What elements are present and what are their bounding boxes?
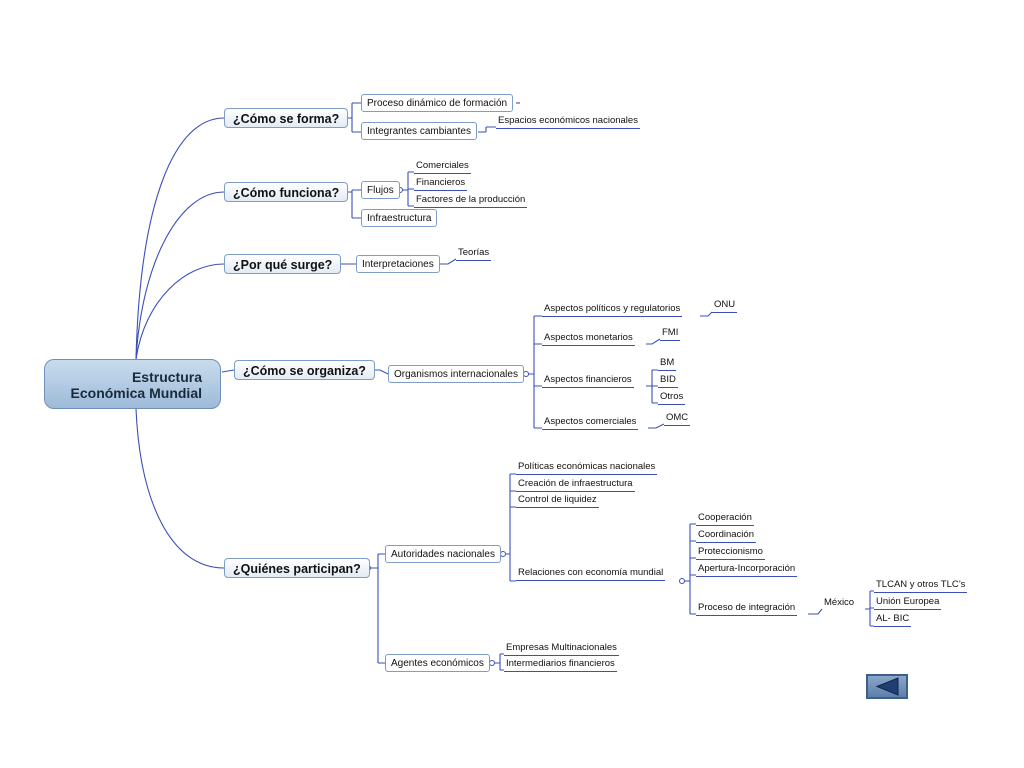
node-integrantes-cambiantes: Integrantes cambiantes — [361, 122, 477, 140]
branch-como-se-forma: ¿Cómo se forma? — [224, 108, 349, 128]
left-triangle-icon — [875, 677, 899, 696]
leaf-bm: BM — [658, 356, 677, 371]
leaf-teorias: Teorías — [456, 246, 492, 261]
leaf-creacion-infraestructura: Creación de infraestructura — [516, 477, 635, 492]
node-autoridades-nacionales: Autoridades nacionales — [385, 545, 501, 563]
root-line1: Estructura — [131, 369, 202, 385]
back-button[interactable] — [866, 674, 908, 699]
leaf-proteccionismo: Proteccionismo — [696, 545, 765, 560]
branch-quienes-participan: ¿Quiénes participan? — [224, 558, 370, 578]
node-proceso-dinamico: Proceso dinámico de formación — [361, 94, 514, 112]
leaf-aspectos-monetarios: Aspectos monetarios — [542, 331, 635, 346]
leaf-fmi: FMI — [660, 326, 681, 341]
root-line2: Económica Mundial — [70, 385, 202, 401]
node-interpretaciones: Interpretaciones — [356, 255, 440, 273]
root-node: Estructura Económica Mundial — [44, 359, 221, 409]
node-agentes-economicos: Agentes económicos — [385, 654, 490, 672]
leaf-politicas-economicas: Políticas económicas nacionales — [516, 460, 658, 475]
leaf-financieros: Financieros — [414, 176, 468, 191]
label-mexico: México — [824, 597, 855, 608]
leaf-otros: Otros — [658, 390, 686, 405]
branch-como-funciona: ¿Cómo funciona? — [224, 182, 349, 202]
leaf-coordinacion: Coordinación — [696, 528, 756, 543]
node-infraestructura: Infraestructura — [361, 209, 438, 227]
leaf-omc: OMC — [664, 411, 691, 426]
leaf-tlcan: TLCAN y otros TLC’s — [874, 578, 968, 593]
leaf-aspectos-comerciales: Aspectos comerciales — [542, 415, 639, 430]
leaf-factores-produccion: Factores de la producción — [414, 193, 528, 208]
leaf-aspectos-politicos: Aspectos políticos y regulatorios — [542, 302, 683, 317]
leaf-proceso-integracion: Proceso de integración — [696, 601, 798, 616]
leaf-cooperacion: Cooperación — [696, 511, 754, 526]
leaf-al-bic: AL- BIC — [874, 612, 912, 627]
leaf-union-europea: Unión Europea — [874, 595, 942, 610]
leaf-bid: BID — [658, 373, 678, 388]
branch-por-que-surge: ¿Por qué surge? — [224, 254, 342, 274]
leaf-aspectos-financieros: Aspectos financieros — [542, 373, 634, 388]
branch-como-se-organiza: ¿Cómo se organiza? — [234, 360, 375, 380]
node-organismos-internacionales: Organismos internacionales — [388, 365, 524, 383]
leaf-control-liquidez: Control de liquidez — [516, 493, 599, 508]
node-flujos: Flujos — [361, 181, 400, 199]
leaf-empresas-multinacionales: Empresas Multinacionales — [504, 641, 619, 656]
leaf-comerciales: Comerciales — [414, 159, 471, 174]
leaf-intermediarios-financieros: Intermediarios financieros — [504, 657, 617, 672]
leaf-relaciones-economia-mundial: Relaciones con economía mundial — [516, 566, 666, 581]
leaf-espacios-economicos: Espacios económicos nacionales — [496, 114, 640, 129]
leaf-onu: ONU — [712, 298, 738, 313]
leaf-apertura-incorporacion: Apertura-Incorporación — [696, 562, 798, 577]
